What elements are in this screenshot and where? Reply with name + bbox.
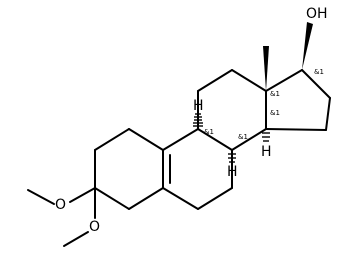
stereo-c17: &1 [314,68,324,76]
stereo-c14: &1 [270,109,280,117]
bond-b1 [162,128,199,151]
bond-b2 [197,128,233,151]
h-c9-label: H [193,98,204,114]
bond-c3 [231,69,267,92]
methyl-wedge [263,46,269,91]
methoxy-bottom-o-label: O [89,219,100,235]
h-c14-label: H [261,144,272,160]
bond-a2 [128,128,164,151]
bond-c3-o-top [69,187,96,203]
bond-b4 [197,187,233,210]
stereo-c13: &1 [270,90,280,98]
bond-o-bottom-methyl [63,231,89,247]
bond-a1 [94,128,130,151]
bond-d3 [325,97,331,131]
h-c9-hash [193,113,203,127]
bond-a5 [94,187,130,210]
h-c14-hash [262,132,270,142]
bond-b5 [162,187,199,210]
h-c8-hash [228,153,236,163]
bond-d2 [301,69,331,99]
bond-o-top-methyl [27,189,55,205]
bond-c2 [197,69,233,92]
methoxy-top-o-label: O [55,197,66,213]
hydroxyl-wedge [302,22,313,70]
hydroxyl-label: OH [306,6,328,22]
bond-d4 [265,128,327,131]
stereo-c9: &1 [204,128,214,136]
bond-a4 [128,187,164,210]
bond-c5 [231,128,267,151]
h-c8-label: H [227,164,238,180]
bond-d1 [265,69,303,92]
stereo-c8: &1 [238,133,248,141]
